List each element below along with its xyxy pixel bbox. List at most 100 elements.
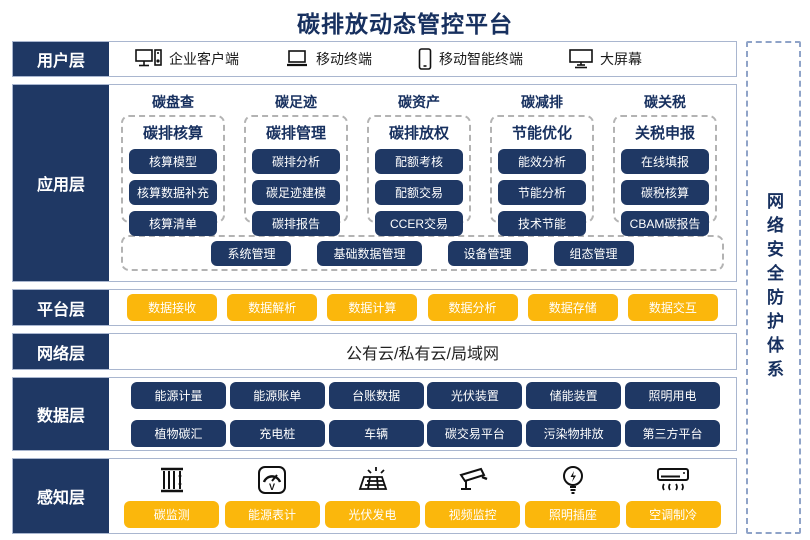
network-layer-row: 网络层 公有云/私有云/局域网 — [12, 333, 737, 370]
perception-layer-label: 感知层 — [13, 459, 109, 533]
big-screen-icon — [569, 49, 593, 69]
platform-pill: 数据存储 — [527, 294, 618, 321]
device-label: 企业客户端 — [169, 51, 239, 67]
data-source-pill: 充电桩 — [229, 419, 325, 447]
app-module-box: 节能优化 能效分析 节能分析 技术节能 — [490, 115, 594, 236]
app-function-pill: 碳税核算 — [621, 180, 709, 205]
app-function-pill: CBAM碳报告 — [621, 211, 709, 236]
sense-carbon-monitor: 碳监测 — [124, 465, 220, 528]
app-column-carbon-reduction: 碳减排 节能优化 能效分析 节能分析 技术节能 — [490, 92, 594, 236]
laptop-icon — [285, 50, 309, 68]
desktop-pc-icon — [135, 49, 162, 69]
app-module-title: 节能优化 — [511, 125, 572, 142]
app-function-pill: 配额交易 — [375, 180, 463, 205]
data-layer-label: 数据层 — [13, 378, 109, 450]
app-function-pill: 技术节能 — [498, 211, 586, 236]
perception-layer-row: 感知层 — [12, 458, 737, 534]
app-function-pill: 核算清单 — [129, 211, 217, 236]
app-function-pill: 碳排分析 — [252, 149, 340, 174]
data-source-pill: 车辆 — [328, 419, 424, 447]
app-function-pill: 核算模型 — [129, 149, 217, 174]
app-function-pill: 核算数据补充 — [129, 180, 217, 205]
app-common-pill: 基础数据管理 — [317, 240, 422, 266]
data-source-pill: 储能装置 — [526, 381, 622, 409]
platform-pill: 数据分析 — [427, 294, 518, 321]
app-column-carbon-footprint: 碳足迹 碳排管理 碳排分析 碳足迹建模 碳排报告 — [244, 92, 348, 236]
platform-pill: 数据解析 — [227, 294, 318, 321]
device-smart-terminal: 移动智能终端 — [418, 48, 523, 70]
sense-video-monitor: 视频监控 — [425, 465, 521, 528]
device-big-screen: 大屏幕 — [569, 49, 642, 69]
app-column-carbon-asset: 碳资产 碳排放权 配额考核 配额交易 CCER交易 — [367, 92, 471, 236]
energy-meter-icon: V — [257, 465, 287, 495]
platform-capability-list: 数据接收 数据解析 数据计算 数据分析 数据存储 数据交互 — [109, 290, 736, 325]
device-label: 移动终端 — [316, 51, 372, 67]
app-function-pill: 能效分析 — [498, 149, 586, 174]
app-column-header: 碳资产 — [398, 94, 440, 110]
device-label: 大屏幕 — [600, 51, 642, 67]
data-source-pill: 光伏装置 — [427, 381, 523, 409]
sense-label: 空调制冷 — [625, 500, 721, 528]
user-device-list: 企业客户端 移动终端 — [109, 42, 736, 76]
device-enterprise-client: 企业客户端 — [135, 49, 239, 69]
app-common-pill: 组态管理 — [553, 240, 634, 266]
app-common-pill: 系统管理 — [211, 240, 292, 266]
sense-air-conditioner: 空调制冷 — [625, 465, 721, 528]
data-source-row: 能源计量 能源账单 台账数据 光伏装置 储能装置 照明用电 — [131, 381, 720, 409]
platform-pill: 数据接收 — [127, 294, 218, 321]
platform-layer-row: 平台层 数据接收 数据解析 数据计算 数据分析 数据存储 数据交互 — [12, 289, 737, 326]
sense-label: 能源表计 — [224, 500, 320, 528]
data-source-pill: 植物碳汇 — [131, 419, 226, 447]
app-module-title: 碳排核算 — [142, 125, 203, 142]
network-type-text: 公有云/私有云/局域网 — [346, 345, 499, 363]
app-module-title: 关税申报 — [634, 125, 695, 142]
layer-rows: 用户层 企业客户端 — [12, 41, 737, 534]
cctv-camera-icon — [457, 465, 489, 495]
perception-device-list: 碳监测 V 能源表计 — [109, 459, 736, 533]
data-source-pill: 污染物排放 — [526, 419, 622, 447]
sense-label: 光伏发电 — [324, 500, 420, 528]
app-column-carbon-tariff: 碳关税 关税申报 在线填报 碳税核算 CBAM碳报告 — [613, 92, 717, 236]
data-layer-row: 数据层 能源计量 能源账单 台账数据 光伏装置 储能装置 照明用电 植物碳汇 — [12, 377, 737, 451]
data-source-grid: 能源计量 能源账单 台账数据 光伏装置 储能装置 照明用电 植物碳汇 充电桩 车… — [109, 378, 736, 450]
sense-label: 照明插座 — [525, 500, 621, 528]
app-column-header: 碳减排 — [521, 94, 563, 110]
app-common-pill: 设备管理 — [447, 240, 528, 266]
network-layer-label: 网络层 — [13, 334, 109, 369]
application-layer-label: 应用层 — [13, 85, 109, 281]
device-mobile-terminal: 移动终端 — [285, 49, 372, 69]
device-label: 移动智能终端 — [439, 51, 523, 67]
application-layer-row: 应用层 碳盘查 碳排核算 核算模型 核算数据补充 核算清单 — [12, 84, 737, 282]
data-source-pill: 能源计量 — [131, 381, 226, 409]
sense-label: 碳监测 — [124, 500, 220, 528]
app-column-carbon-inventory: 碳盘查 碳排核算 核算模型 核算数据补充 核算清单 — [121, 92, 225, 236]
sense-energy-meter: V 能源表计 — [224, 465, 320, 528]
app-module-title: 碳排管理 — [265, 125, 326, 142]
solar-power-icon — [356, 465, 388, 495]
data-source-pill: 第三方平台 — [624, 419, 720, 447]
sense-solar-power: 光伏发电 — [324, 465, 420, 528]
svg-text:V: V — [269, 482, 275, 492]
page-title: 碳排放动态管控平台 — [297, 11, 513, 37]
light-socket-icon — [560, 465, 586, 495]
app-function-pill: CCER交易 — [375, 211, 463, 236]
app-function-pill: 碳足迹建模 — [252, 180, 340, 205]
data-source-pill: 照明用电 — [624, 381, 720, 409]
platform-pill: 数据计算 — [327, 294, 418, 321]
security-system-text: 网络安全防护体系 — [764, 191, 783, 384]
app-function-pill: 在线填报 — [621, 149, 709, 174]
carbon-monitor-icon — [157, 465, 187, 495]
data-source-pill: 台账数据 — [328, 381, 424, 409]
user-layer-label: 用户层 — [13, 42, 109, 76]
app-function-pill: 碳排报告 — [252, 211, 340, 236]
app-module-box: 碳排核算 核算模型 核算数据补充 核算清单 — [121, 115, 225, 236]
app-module-box: 碳排放权 配额考核 配额交易 CCER交易 — [367, 115, 471, 236]
data-source-row: 植物碳汇 充电桩 车辆 碳交易平台 污染物排放 第三方平台 — [131, 419, 720, 447]
platform-layer-label: 平台层 — [13, 290, 109, 325]
sense-label: 视频监控 — [425, 500, 521, 528]
app-common-modules-box: 系统管理 基础数据管理 设备管理 组态管理 — [121, 235, 724, 271]
app-column-header: 碳足迹 — [275, 94, 317, 110]
app-module-box: 碳排管理 碳排分析 碳足迹建模 碳排报告 — [244, 115, 348, 236]
app-module-title: 碳排放权 — [388, 125, 449, 142]
